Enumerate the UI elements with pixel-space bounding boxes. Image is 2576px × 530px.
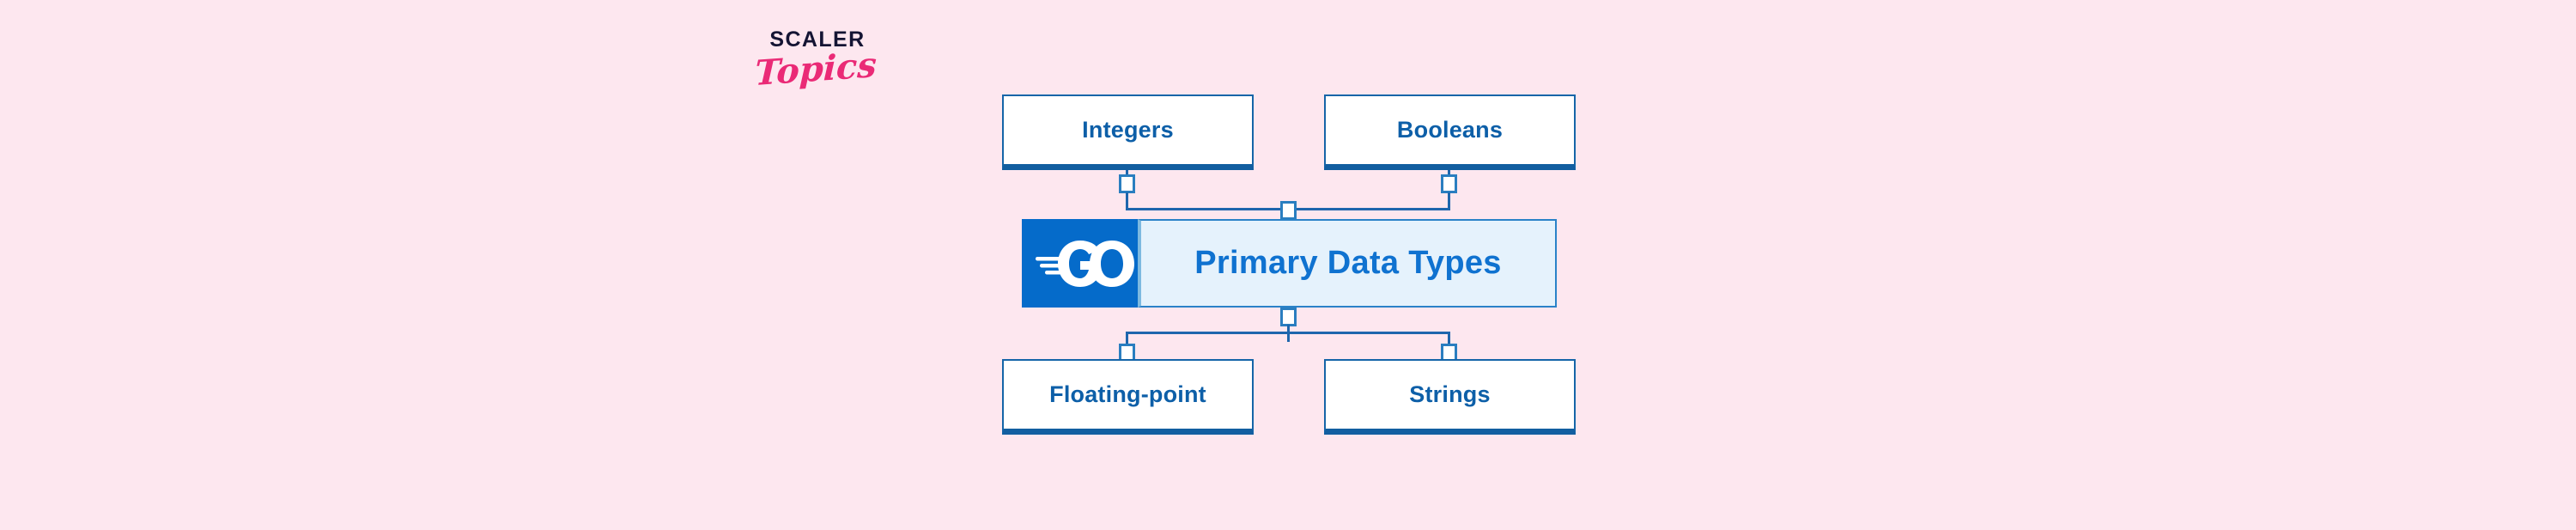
node-integers-label: Integers [1082,117,1174,143]
node-floating-point[interactable]: Floating-point [1002,359,1254,435]
connector-integers-drop [1126,192,1128,210]
connector-node-booleans [1441,174,1457,193]
connector-node-integers [1119,174,1135,193]
node-booleans-label: Booleans [1396,117,1504,143]
go-language-logo-icon [1022,219,1138,308]
connector-bottom-bus [1126,332,1450,334]
connector-booleans-drop [1448,192,1450,210]
node-integers[interactable]: Integers [1002,94,1254,170]
primary-data-types-label: Primary Data Types [1194,245,1502,281]
connector-floating-point-drop [1126,332,1128,350]
logo-topics-text: Topics [754,44,878,94]
connector-node-center-bottom [1280,308,1297,326]
node-strings[interactable]: Strings [1324,359,1576,435]
logo-scaler-text: SCALER [769,27,866,52]
node-strings-label: Strings [1409,381,1491,407]
node-primary-data-types[interactable]: Primary Data Types [1022,219,1557,308]
node-booleans[interactable]: Booleans [1324,94,1576,170]
connector-node-center-top [1280,201,1297,220]
connector-strings-drop [1448,332,1450,350]
scaler-topics-logo: SCALER Topics [749,29,886,96]
node-floating-point-label: Floating-point [1049,381,1206,407]
primary-data-types-box: Primary Data Types [1138,219,1557,308]
